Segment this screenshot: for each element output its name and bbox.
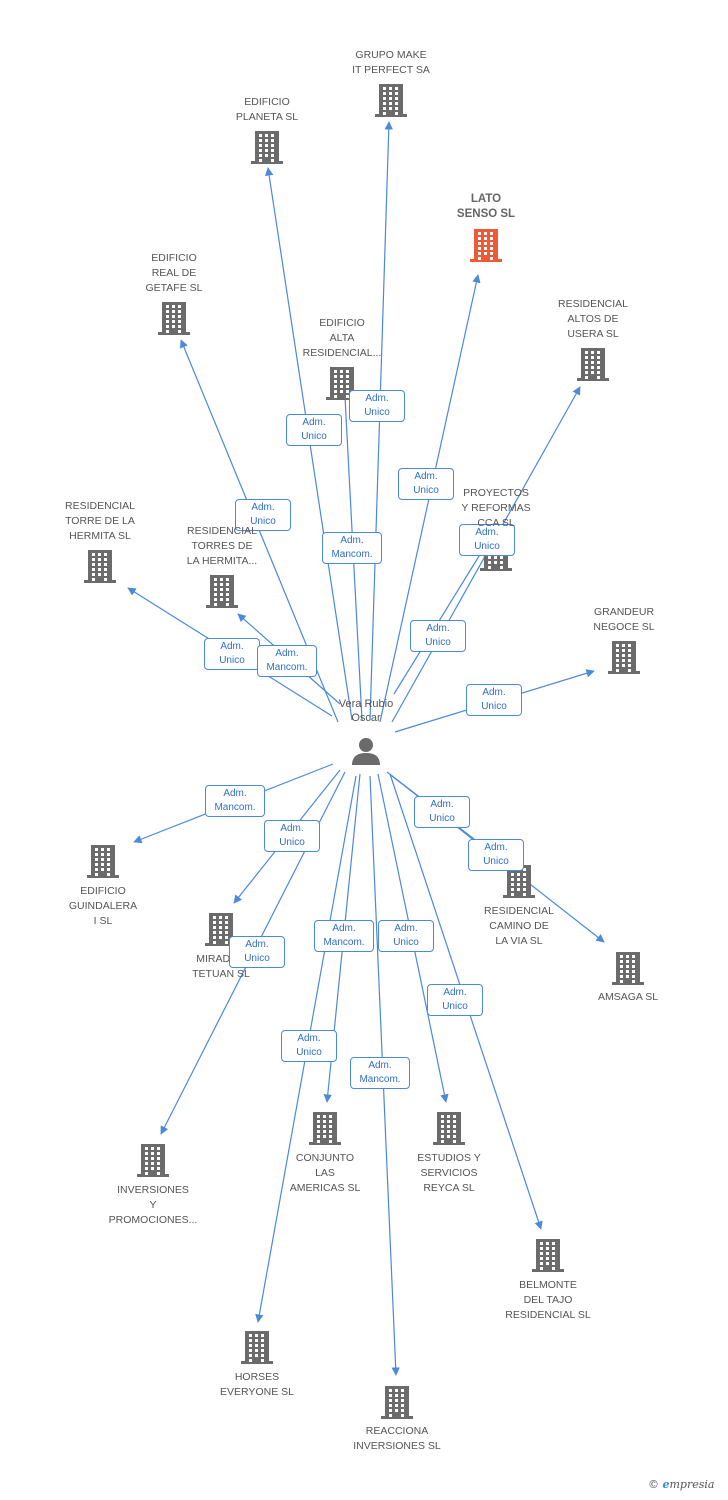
company-label-conjunto-americas[interactable]: CONJUNTO LAS AMERICAS SL xyxy=(289,1152,361,1194)
company-label-edificio-planeta[interactable]: EDIFICIO PLANETA SL xyxy=(235,96,299,123)
building-icon[interactable] xyxy=(205,913,237,946)
role-badge-grupo-make: Adm. Unico xyxy=(349,390,405,422)
company-label-residencial-camino-via[interactable]: RESIDENCIAL CAMINO DE LA VIA SL xyxy=(483,905,555,947)
company-label-estudios-reyca[interactable]: ESTUDIOS Y SERVICIOS REYCA SL xyxy=(417,1152,481,1194)
role-badge-belmonte-tajo: Adm. Unico xyxy=(427,984,483,1016)
role-badge-horses-everyone: Adm. Unico xyxy=(281,1030,337,1062)
building-icon[interactable] xyxy=(608,641,640,674)
company-label-inversiones-promociones[interactable]: INVERSIONES Y PROMOCIONES... xyxy=(108,1184,198,1226)
company-label-residencial-altos-usera[interactable]: RESIDENCIAL ALTOS DE USERA SL xyxy=(557,298,629,340)
building-icon[interactable] xyxy=(206,575,238,608)
company-label-lato-senso[interactable]: LATO SENSO SL xyxy=(456,193,516,220)
building-icon[interactable] xyxy=(137,1144,169,1177)
building-icon[interactable] xyxy=(84,550,116,583)
building-icon[interactable] xyxy=(470,229,502,262)
role-badge-conjunto-americas: Adm. Mancom. xyxy=(314,920,374,952)
company-label-edificio-guindalera[interactable]: EDIFICIO GUINDALERA I SL xyxy=(68,885,138,927)
company-label-grupo-make[interactable]: GRUPO MAKE IT PERFECT SA xyxy=(352,49,430,76)
role-badge-reacciona-inversiones: Adm. Mancom. xyxy=(350,1057,410,1089)
company-label-horses-everyone[interactable]: HORSES EVERYONE SL xyxy=(220,1371,294,1398)
center-person-name: Vera Rubio Oscar xyxy=(338,698,394,724)
role-badge-estudios-reyca: Adm. Unico xyxy=(378,920,434,952)
company-label-reacciona-inversiones[interactable]: REACCIONA INVERSIONES SL xyxy=(353,1425,441,1452)
copyright-symbol: © xyxy=(648,1478,659,1491)
role-badge-mirador-tetuan: Adm. Unico xyxy=(264,820,320,852)
building-icon[interactable] xyxy=(158,302,190,335)
building-icon[interactable] xyxy=(433,1112,465,1145)
company-label-proyectos-reformas[interactable]: PROYECTOS Y REFORMAS CCA SL xyxy=(461,487,531,529)
role-badge-inversiones-promociones: Adm. Unico xyxy=(229,936,285,968)
brand-name: mpresia xyxy=(669,1478,715,1491)
company-label-edificio-real-getafe[interactable]: EDIFICIO REAL DE GETAFE SL xyxy=(145,252,203,294)
company-label-belmonte-tajo[interactable]: BELMONTE DEL TAJO RESIDENCIAL SL xyxy=(505,1279,591,1321)
role-badge-residencial-torre-hermita: Adm. Unico xyxy=(204,638,260,670)
role-badge-grandeur-negoce: Adm. Unico xyxy=(466,684,522,716)
role-badge-lato-senso: Adm. Unico xyxy=(398,468,454,500)
company-label-edificio-alta-residencial[interactable]: EDIFICIO ALTA RESIDENCIAL... xyxy=(302,317,382,359)
building-icon[interactable] xyxy=(87,845,119,878)
role-badge-edificio-real-getafe: Adm. Unico xyxy=(235,499,291,531)
building-icon[interactable] xyxy=(612,952,644,985)
building-icon[interactable] xyxy=(375,84,407,117)
building-icon[interactable] xyxy=(381,1386,413,1419)
brand-initial: e xyxy=(662,1478,670,1491)
building-icon[interactable] xyxy=(532,1239,564,1272)
role-badge-residencial-torres-hermita: Adm. Mancom. xyxy=(257,645,317,677)
company-label-residencial-torre-hermita[interactable]: RESIDENCIAL TORRE DE LA HERMITA SL xyxy=(64,500,136,542)
role-badge-edificio-alta-residencial: Adm. Mancom. xyxy=(322,532,382,564)
person-icon[interactable] xyxy=(352,738,380,765)
company-label-residencial-torres-hermita[interactable]: RESIDENCIAL TORRES DE LA HERMITA... xyxy=(186,525,258,567)
role-badge-residencial-camino-via: Adm. Unico xyxy=(414,796,470,828)
building-icon[interactable] xyxy=(577,348,609,381)
role-badge-proyectos-reformas: Adm. Unico xyxy=(410,620,466,652)
role-badge-residencial-altos-usera: Adm. Unico xyxy=(459,524,515,556)
role-badge-amsaga: Adm. Unico xyxy=(468,839,524,871)
company-label-grandeur-negoce[interactable]: GRANDEUR NEGOCE SL xyxy=(593,606,655,633)
building-icon[interactable] xyxy=(241,1331,273,1364)
building-icon[interactable] xyxy=(309,1112,341,1145)
building-icon[interactable] xyxy=(251,131,283,164)
role-badge-edificio-planeta: Adm. Unico xyxy=(286,414,342,446)
brand-logo[interactable]: © empresia xyxy=(648,1478,714,1491)
role-badge-edificio-guindalera: Adm. Mancom. xyxy=(205,785,265,817)
company-label-amsaga[interactable]: AMSAGA SL xyxy=(597,991,659,1003)
